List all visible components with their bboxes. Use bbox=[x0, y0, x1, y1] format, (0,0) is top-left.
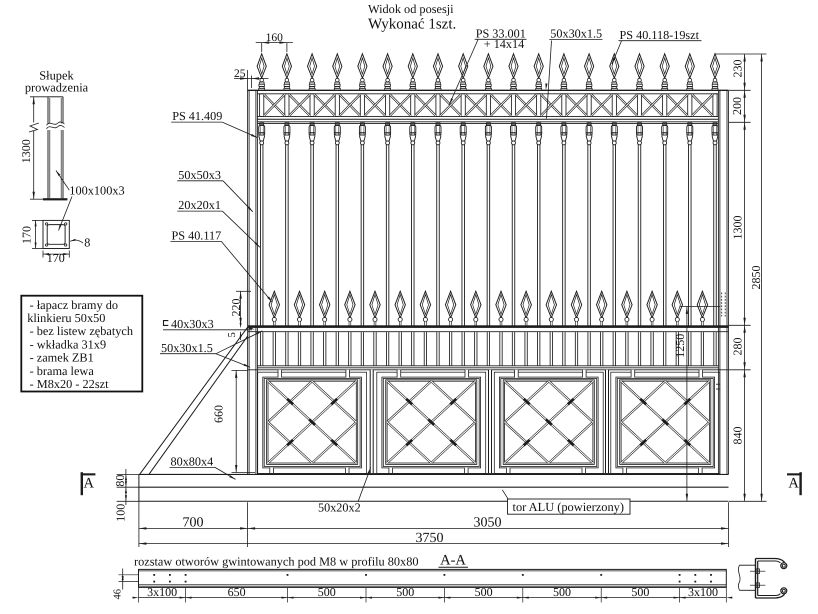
svg-text:100x100x3: 100x100x3 bbox=[69, 183, 124, 197]
svg-text:660: 660 bbox=[212, 405, 226, 423]
svg-text:- brama lewa: - brama lewa bbox=[30, 364, 95, 378]
svg-text:- wkładka 31x9: - wkładka 31x9 bbox=[30, 337, 107, 351]
svg-text:500: 500 bbox=[475, 585, 493, 599]
svg-text:840: 840 bbox=[731, 427, 745, 445]
svg-text:klinkieru 50x50: klinkieru 50x50 bbox=[27, 311, 105, 325]
svg-text:3x100: 3x100 bbox=[147, 585, 177, 599]
svg-text:25: 25 bbox=[234, 68, 246, 80]
svg-text:500: 500 bbox=[396, 585, 414, 599]
svg-text:- łapacz bramy do: - łapacz bramy do bbox=[30, 298, 118, 312]
svg-text:170: 170 bbox=[47, 251, 65, 265]
svg-text:46: 46 bbox=[112, 589, 123, 600]
svg-text:prowadzenia: prowadzenia bbox=[25, 81, 89, 95]
svg-text:+ 14x14: + 14x14 bbox=[484, 37, 524, 51]
svg-text:650: 650 bbox=[228, 585, 246, 599]
svg-text:160: 160 bbox=[266, 32, 284, 44]
svg-text:Słupek: Słupek bbox=[39, 69, 74, 83]
svg-text:40x30x3: 40x30x3 bbox=[171, 317, 214, 331]
svg-text:500: 500 bbox=[318, 585, 336, 599]
svg-text:3750: 3750 bbox=[416, 531, 444, 546]
svg-text:- bez listew zębatych: - bez listew zębatych bbox=[30, 324, 133, 338]
svg-text:A: A bbox=[83, 475, 94, 491]
svg-text:Wykonać 1szt.: Wykonać 1szt. bbox=[368, 17, 456, 33]
svg-text:5: 5 bbox=[227, 332, 238, 337]
svg-text:PS 33.001: PS 33.001 bbox=[476, 26, 526, 40]
svg-text:280: 280 bbox=[731, 338, 745, 356]
svg-text:700: 700 bbox=[183, 516, 204, 531]
svg-text:50x30x1.5: 50x30x1.5 bbox=[161, 341, 213, 355]
svg-text:50x30x1.5: 50x30x1.5 bbox=[550, 27, 602, 41]
svg-text:200: 200 bbox=[730, 97, 744, 115]
svg-text:80: 80 bbox=[113, 475, 127, 487]
svg-text:500: 500 bbox=[553, 585, 571, 599]
svg-text:50x20x2: 50x20x2 bbox=[318, 500, 361, 514]
svg-text:100: 100 bbox=[113, 504, 127, 522]
svg-text:Widok od posesji: Widok od posesji bbox=[368, 2, 454, 16]
svg-text:- zamek ZB1: - zamek ZB1 bbox=[30, 351, 94, 365]
svg-text:PS 40.118-19szt: PS 40.118-19szt bbox=[620, 28, 700, 42]
svg-text:170: 170 bbox=[20, 226, 34, 244]
svg-text:rozstaw otworów gwintowanych p: rozstaw otworów gwintowanych pod M8 w pr… bbox=[134, 554, 419, 568]
svg-text:2850: 2850 bbox=[749, 266, 763, 290]
svg-text:3x100: 3x100 bbox=[688, 585, 718, 599]
svg-text:- M8x20 - 22szt: - M8x20 - 22szt bbox=[30, 377, 109, 391]
svg-text:220: 220 bbox=[229, 299, 243, 317]
svg-text:A-A: A-A bbox=[440, 553, 466, 569]
svg-text:A: A bbox=[788, 475, 799, 491]
svg-text:50x50x3: 50x50x3 bbox=[178, 168, 221, 182]
svg-text:8: 8 bbox=[84, 235, 90, 249]
svg-text:80x80x4: 80x80x4 bbox=[171, 455, 214, 469]
svg-text:500: 500 bbox=[631, 585, 649, 599]
svg-text:230: 230 bbox=[731, 60, 745, 78]
svg-text:tor ALU (powierzony): tor ALU (powierzony) bbox=[513, 500, 625, 514]
svg-text:1250: 1250 bbox=[673, 334, 687, 358]
svg-text:20x20x1: 20x20x1 bbox=[178, 198, 221, 212]
svg-text:1300: 1300 bbox=[731, 216, 745, 240]
svg-text:PS 40.117: PS 40.117 bbox=[172, 229, 222, 243]
svg-text:1300: 1300 bbox=[19, 139, 33, 163]
svg-text:3050: 3050 bbox=[474, 516, 502, 531]
svg-text:PS 41.409: PS 41.409 bbox=[172, 109, 222, 123]
